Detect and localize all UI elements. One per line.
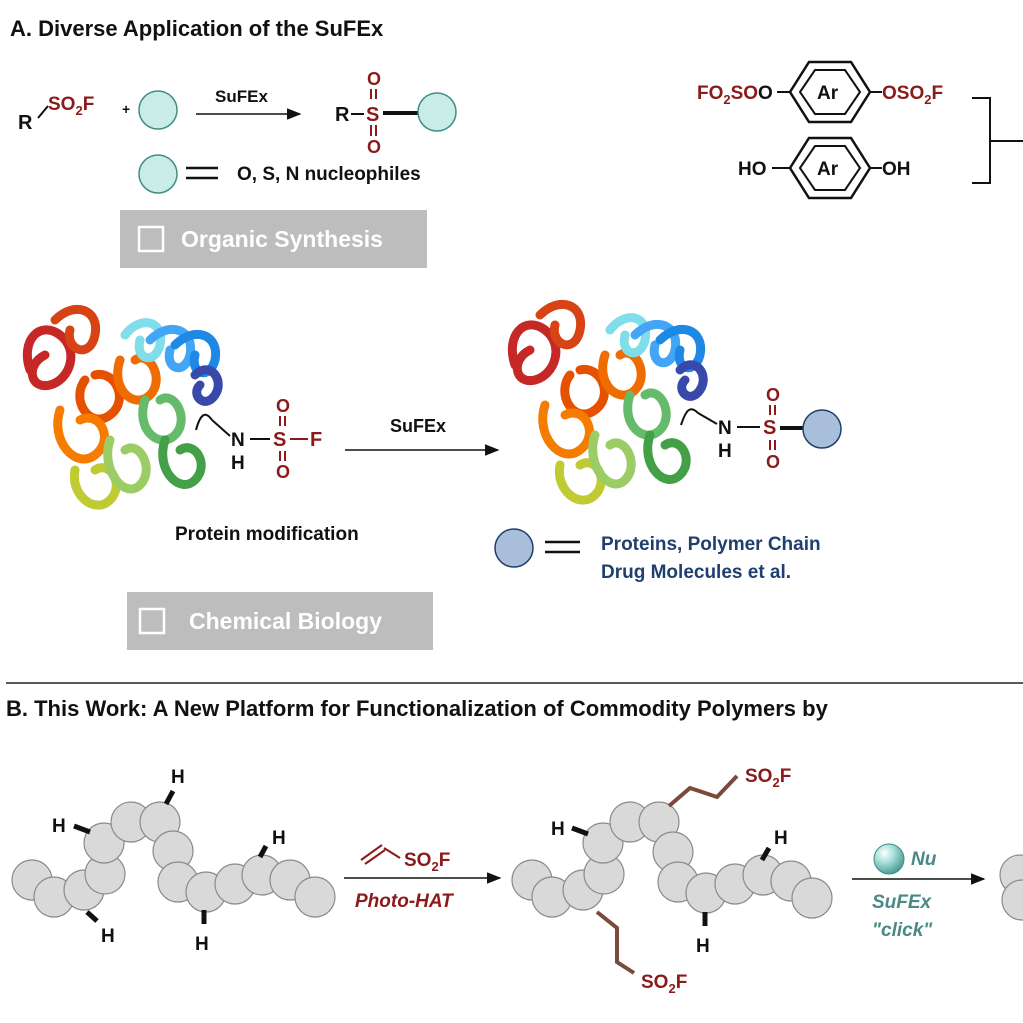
- product-oxygen-bottom: O: [766, 452, 780, 472]
- scheme-polymer-synthesis: FO2SO O Ar OSO2F HO Ar OH: [697, 60, 1023, 200]
- amide-h: H: [231, 453, 245, 474]
- nu-label: Nu: [911, 849, 937, 870]
- ring-label-bottom: Ar: [817, 159, 839, 180]
- nucleophile-sphere-icon: [138, 154, 178, 194]
- product-s: S: [366, 104, 379, 126]
- oxygen-bottom: O: [276, 462, 290, 482]
- checkbox-square-icon: [138, 607, 166, 635]
- hydrogen-labels-start: [73, 789, 269, 924]
- vinyl-sulfonyl-fluoride-reagent: SO2F: [360, 844, 450, 874]
- product-amide-h: H: [718, 441, 732, 462]
- hydrogen-label: H: [52, 816, 66, 837]
- hydroquinone-right: OH: [882, 159, 911, 180]
- reagent-r: R: [18, 112, 33, 134]
- scheme-chemical-biology: N H S O O F SuFEx Protein modification: [22, 299, 842, 650]
- polymer-chain-functionalized: [511, 801, 833, 919]
- checkbox-square-icon: [137, 225, 165, 253]
- product-sphere-icon: [802, 409, 842, 449]
- arrow-label-photo-hat: Photo-HAT: [355, 891, 454, 912]
- badge-chemical-biology: Chemical Biology: [127, 592, 433, 650]
- badge-label: Organic Synthesis: [181, 226, 383, 252]
- arrow-label-click: "click": [872, 920, 933, 941]
- bracket: [972, 97, 991, 184]
- reagent-so2f: SO2F: [48, 94, 94, 118]
- protein-ribbon-icon: [507, 299, 708, 505]
- badge-organic-synthesis: Organic Synthesis: [120, 210, 427, 268]
- sulfonyl-fluoride-arm: [595, 774, 739, 975]
- scheme-organic-synthesis: R SO2F + SuFEx R S O O O, S, N nucleophi…: [18, 69, 457, 268]
- section-a-title: A. Diverse Application of the SuFEx: [10, 16, 384, 41]
- hydrogen-labels-functionalized: [571, 825, 772, 926]
- hydrogen-label: H: [195, 934, 209, 955]
- hydrogen-label: H: [272, 828, 286, 849]
- arrow-label-sufex-bio: SuFEx: [390, 416, 446, 436]
- ring-label-top: Ar: [817, 83, 839, 104]
- section-b-title: B. This Work: A New Platform for Functio…: [6, 696, 829, 721]
- left-fluorosulfate: FO2SO: [697, 83, 758, 107]
- product-oxygen-top: O: [766, 385, 780, 405]
- product-r: R: [335, 104, 350, 126]
- polymer-chain-start: [11, 801, 336, 918]
- arrow-label-sufex: SuFEx: [215, 87, 268, 106]
- hydrogen-label: H: [696, 936, 710, 957]
- pendant-so2f: SO2F: [641, 972, 687, 996]
- hydrogen-label: H: [171, 767, 185, 788]
- product-o-top: O: [367, 69, 381, 89]
- nucleophile-sphere-icon: [873, 843, 905, 875]
- nucleophile-definition: O, S, N nucleophiles: [237, 164, 421, 185]
- product-sulfur: S: [763, 417, 776, 439]
- product-o-bottom: O: [367, 137, 381, 157]
- fluorine: F: [310, 429, 322, 451]
- protein-ribbon-icon: [22, 304, 223, 510]
- hydroquinone-left: HO: [738, 159, 767, 180]
- protein-modification-caption: Protein modification: [175, 524, 359, 545]
- plus-sign: +: [122, 101, 130, 117]
- arrow-label-sufex: SuFEx: [872, 892, 933, 913]
- definition-line2: Drug Molecules et al.: [601, 562, 791, 583]
- hydrogen-label: H: [774, 828, 788, 849]
- reagent-so2f: SO2F: [404, 850, 450, 874]
- right-fluorosulfate: OSO2F: [882, 83, 943, 107]
- product-amide-n: N: [718, 418, 732, 439]
- hydrogen-label: H: [551, 819, 565, 840]
- nucleophile-sphere-icon: [417, 92, 457, 132]
- oxygen-top: O: [276, 396, 290, 416]
- product-sphere-icon: [494, 528, 534, 568]
- nucleophile-sphere-icon: [138, 90, 178, 130]
- definition-line1: Proteins, Polymer Chain: [601, 534, 821, 555]
- sulfur: S: [273, 429, 286, 451]
- amide-n: N: [231, 430, 245, 451]
- hydrogen-label: H: [101, 926, 115, 947]
- polymer-bead-partial: [1001, 879, 1023, 921]
- oxygen-left: O: [758, 83, 773, 104]
- badge-label: Chemical Biology: [189, 608, 382, 634]
- pendant-so2f: SO2F: [745, 766, 791, 790]
